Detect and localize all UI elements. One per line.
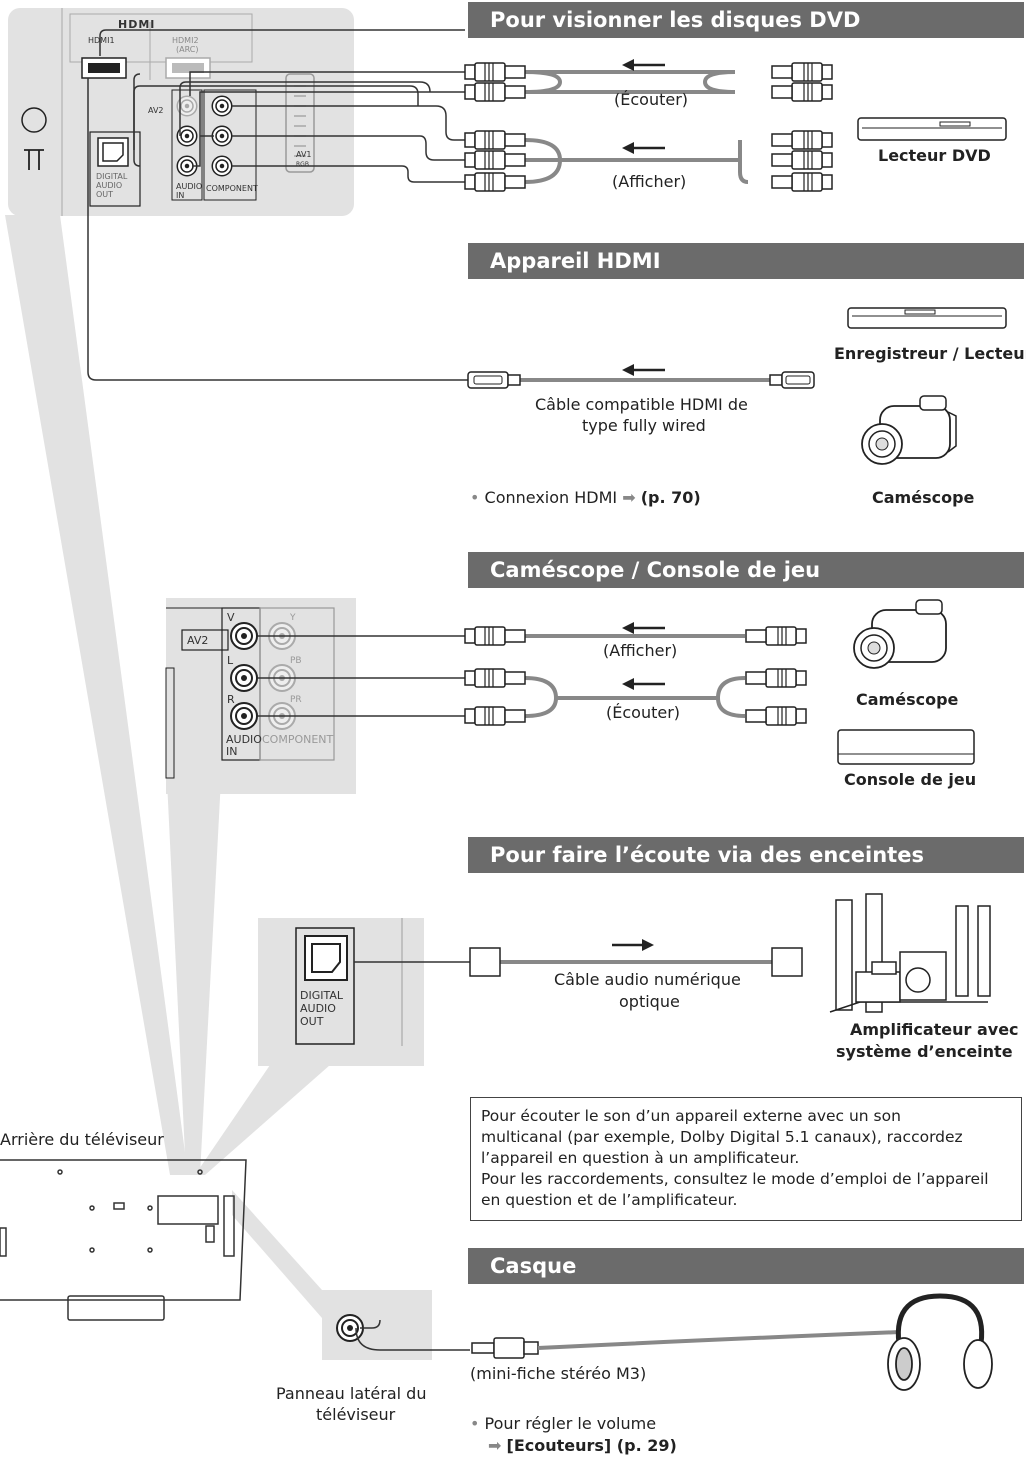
label-r: R	[227, 693, 235, 706]
multichannel-note: Pour écouter le son d’un appareil extern…	[470, 1097, 1022, 1221]
note-line: multicanal (par exemple, Dolby Digital 5…	[481, 1128, 963, 1146]
side-panel-label-1: Panneau latéral du	[276, 1384, 427, 1403]
headphones-page-ref[interactable]: [Ecouteurs] (p. 29)	[506, 1436, 677, 1455]
arrow-left-icon	[622, 142, 665, 154]
label-l: L	[227, 654, 234, 667]
hdmi-plug-icon	[467, 371, 521, 389]
camcorder-audio-label: (Écouter)	[606, 703, 681, 722]
label-arc: (ARC)	[176, 45, 199, 54]
tv-rear-illustration	[0, 1159, 247, 1321]
note-line: en question et de l’amplificateur.	[481, 1191, 738, 1209]
camcorder-icon	[861, 395, 957, 465]
camcorder-label-1: Caméscope	[872, 488, 975, 507]
hdmi-cable-label-1: Câble compatible HDMI de	[535, 395, 748, 414]
label-digital-zoom: DIGITAL	[300, 989, 344, 1002]
label-av2: AV2	[187, 634, 209, 647]
camcorder-video-label: (Afficher)	[603, 641, 678, 660]
arrow-left-icon	[622, 59, 665, 71]
game-console-icon	[837, 729, 975, 765]
dvd-player-icon	[857, 117, 1007, 141]
game-console-label: Console de jeu	[844, 770, 977, 789]
label-in-zoom: IN	[226, 745, 238, 758]
projection-beam-av2	[166, 760, 222, 1175]
rca-plug-icon	[464, 130, 526, 150]
header-dvd: Pour visionner les disques DVD	[468, 2, 1024, 38]
headphones-icon	[887, 1293, 993, 1391]
hdmi-cable-tv	[87, 78, 468, 381]
side-panel-label-2: téléviseur	[316, 1405, 396, 1424]
volume-bullet: • Pour régler le volume	[470, 1414, 657, 1433]
projection-beam-optical	[195, 1065, 330, 1175]
label-y: Y	[290, 613, 296, 623]
hdmi-plug-icon	[769, 371, 815, 389]
dvd-player-label: Lecteur DVD	[878, 146, 991, 165]
dvd-audio-label: (Écouter)	[614, 90, 689, 109]
note-line: Pour les raccordements, consultez le mod…	[481, 1170, 989, 1188]
label-audio: AUDIO	[96, 181, 123, 190]
hdmi-cable-label-2: type fully wired	[582, 416, 706, 435]
label-audio-zoom2: AUDIO	[300, 1002, 336, 1015]
label-av2-top: AV2	[148, 106, 164, 115]
label-audio-in-1: AUDIO	[176, 182, 203, 191]
optical-plug-icon	[469, 947, 501, 977]
label-digital: DIGITAL	[96, 172, 128, 181]
rca-plug-icon	[464, 150, 526, 170]
tv-rear-label: Arrière du téléviseur	[0, 1130, 164, 1149]
header-hdmi: Appareil HDMI	[468, 243, 1024, 279]
label-pr: PR	[290, 695, 302, 705]
optical-cable-label-2: optique	[619, 992, 680, 1011]
mini-plug-label: (mini-fiche stéréo M3)	[470, 1364, 647, 1383]
rca-plug-icon	[464, 172, 526, 192]
projection-beam-side	[232, 1190, 322, 1318]
mini-jack-icon	[471, 1337, 539, 1359]
hdmi-logo: HDMI	[118, 18, 156, 31]
label-audio-in-2: IN	[176, 191, 185, 200]
arrow-right-icon	[612, 939, 654, 951]
optical-cable-label-1: Câble audio numérique	[554, 970, 741, 989]
note-line: l’appareil en question à un amplificateu…	[481, 1149, 800, 1167]
recorder-label: Enregistreur / Lecteur	[834, 344, 1026, 363]
camcorder-icon	[853, 599, 947, 669]
speaker-system-icon	[829, 893, 991, 1013]
label-out: OUT	[96, 190, 114, 199]
label-pb: PB	[290, 656, 302, 666]
av2-panel-zoom	[166, 598, 356, 794]
label-component: COMPONENT	[206, 184, 258, 193]
label-component-zoom: COMPONENT	[262, 733, 334, 746]
label-av1: AV1	[296, 150, 312, 159]
arrow-left-icon	[622, 622, 665, 634]
rca-plug-icon	[464, 82, 526, 102]
arrow-left-icon	[622, 678, 665, 690]
header-headphones: Casque	[468, 1248, 1024, 1284]
optical-plug-icon	[771, 947, 803, 977]
amplifier-label-2: système d’enceinte	[836, 1042, 1013, 1061]
rca-plug-icon	[464, 62, 526, 82]
header-camcorder: Caméscope / Console de jeu	[468, 552, 1024, 588]
note-line: Pour écouter le son d’un appareil extern…	[481, 1107, 901, 1125]
arrow-left-icon	[622, 364, 665, 376]
label-audio-zoom: AUDIO	[226, 733, 262, 746]
volume-ref-line: ➡ [Ecouteurs] (p. 29)	[488, 1436, 677, 1455]
hdmi-page-ref[interactable]: (p. 70)	[640, 488, 701, 507]
camcorder-label-2: Caméscope	[856, 690, 959, 709]
label-rgb: RGB	[296, 161, 309, 168]
dvd-video-label: (Afficher)	[612, 172, 687, 191]
label-hdmi2: HDMI2	[172, 36, 199, 45]
label-v: V	[227, 611, 235, 624]
hdmi-connection-bullet: • Connexion HDMI ➡ (p. 70)	[470, 488, 701, 507]
amplifier-label-1: Amplificateur avec	[850, 1020, 1019, 1039]
projection-beam-top	[5, 215, 188, 1175]
header-speakers: Pour faire l’écoute via des enceintes	[468, 837, 1024, 873]
label-out-zoom: OUT	[300, 1015, 324, 1028]
label-hdmi1: HDMI1	[88, 36, 115, 45]
recorder-icon	[847, 307, 1007, 329]
